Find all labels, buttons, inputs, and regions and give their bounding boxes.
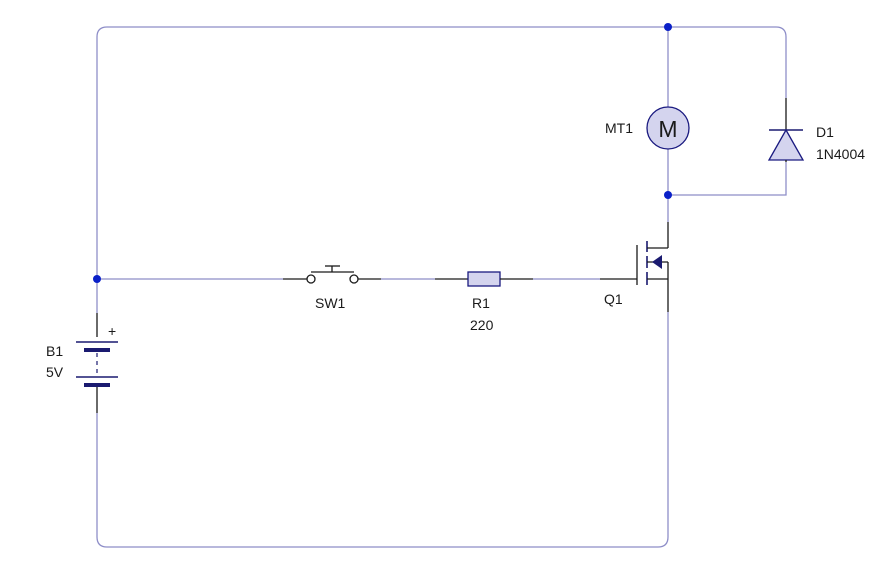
- resistor-ref: R1: [472, 295, 490, 311]
- wire-bottom: [96, 312, 669, 548]
- mosfet-q1[interactable]: Q1: [600, 222, 669, 312]
- battery-value: 5V: [46, 364, 64, 380]
- wire-top-right: [668, 26, 787, 98]
- diode-triangle: [767, 128, 805, 161]
- motor-mt1[interactable]: M MT1: [605, 106, 690, 150]
- motor-ref: MT1: [605, 120, 633, 136]
- junction-top: [664, 23, 672, 31]
- wire-diode-bottom: [668, 162, 787, 196]
- diode-d1[interactable]: D1 1N4004: [767, 98, 865, 162]
- resistor-value: 220: [470, 317, 494, 333]
- junction-left: [93, 275, 101, 283]
- junctions: [93, 23, 672, 283]
- wires: [96, 26, 787, 548]
- switch-ref: SW1: [315, 295, 346, 311]
- mosfet-ref: Q1: [604, 291, 623, 307]
- diode-value: 1N4004: [816, 146, 865, 162]
- battery-ref: B1: [46, 343, 63, 359]
- wire-top-left: [96, 26, 668, 313]
- diode-ref: D1: [816, 124, 834, 140]
- mosfet-arrow: [652, 255, 662, 269]
- resistor-r1[interactable]: R1 220: [435, 271, 533, 333]
- motor-body: [646, 106, 690, 150]
- battery-b1[interactable]: + B1 5V: [46, 313, 118, 413]
- motor-symbol: M: [658, 116, 677, 142]
- switch-sw1[interactable]: SW1: [283, 265, 381, 311]
- junction-motor: [664, 191, 672, 199]
- switch-contact-left: [306, 274, 316, 284]
- battery-polarity: +: [108, 323, 116, 339]
- switch-contact-right: [349, 274, 359, 284]
- resistor-body: [467, 271, 501, 287]
